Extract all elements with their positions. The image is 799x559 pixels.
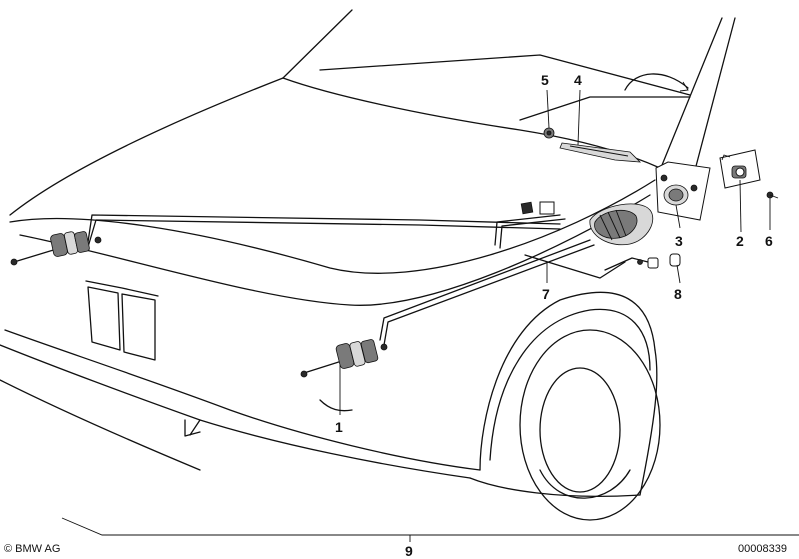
a-pillar-left (282, 9, 353, 79)
connectors (604, 253, 681, 271)
car-body-outline (0, 9, 736, 521)
front-bumper (4, 329, 481, 471)
callouts: 1 2 3 4 5 6 7 8 9 (335, 72, 773, 559)
leader-lines (61, 89, 799, 542)
kidney-grille-left (87, 286, 121, 351)
drawing-number: 00008339 (738, 543, 787, 555)
wheel-arch (489, 308, 651, 461)
washer-hoses (87, 214, 626, 346)
front-wheel (519, 329, 661, 521)
wheel-rim (539, 367, 621, 493)
callout-1: 1 (335, 419, 343, 435)
headlight-unit (655, 149, 779, 221)
callout-3: 3 (675, 233, 683, 249)
copyright-text: © BMW AG (4, 543, 60, 555)
callout-9: 9 (405, 543, 413, 559)
wiper-arc (624, 73, 689, 91)
range-bracket-9 (61, 517, 799, 536)
callout-6: 6 (765, 233, 773, 249)
hood-edge (9, 77, 284, 216)
callout-2: 2 (736, 233, 744, 249)
kidney-grille-right (121, 293, 156, 361)
nozzle-left (10, 231, 102, 266)
callout-8: 8 (674, 286, 682, 302)
callout-7: 7 (542, 286, 550, 302)
wiper-arm (543, 127, 642, 163)
nozzle-right (300, 339, 388, 378)
callout-5: 5 (541, 72, 549, 88)
washer-pump (520, 201, 654, 246)
a-pillar-right (659, 17, 723, 171)
callout-4: 4 (574, 72, 582, 88)
